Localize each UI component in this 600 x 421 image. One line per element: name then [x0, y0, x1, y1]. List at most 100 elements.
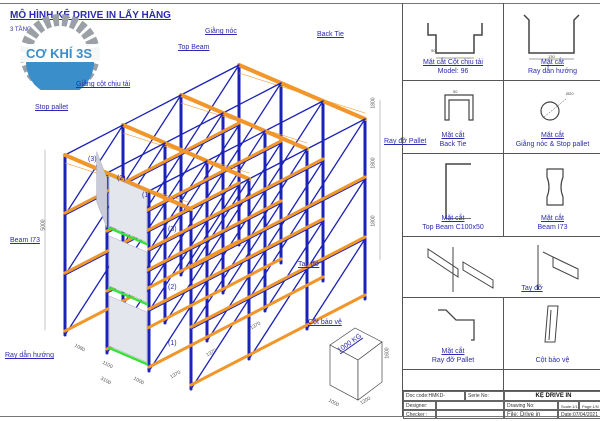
caption-title: Mặt cắt: [441, 215, 465, 222]
drawing-no: Drawing No:: [504, 401, 558, 410]
bottom-border: [0, 416, 600, 417]
upright-bracing: [206, 130, 266, 222]
upright-bracing: [206, 250, 266, 282]
drawing-name: KỆ DRIVE IN: [504, 391, 600, 401]
date: Date:07/04/2021: [558, 410, 600, 419]
dim: Ø20: [566, 91, 574, 96]
upright-bracing: [222, 202, 282, 294]
dim-total-height: 5000: [40, 219, 47, 231]
giang-noc: [180, 102, 308, 144]
beam-i73: [107, 226, 149, 246]
top-beam: [237, 63, 367, 121]
dim: 50: [453, 89, 458, 94]
upright-bracing: [206, 190, 266, 222]
upright-bracing: [206, 250, 266, 342]
caption-sub: Giằng nóc & Stop pallet: [515, 141, 590, 148]
dim-level-2: 1800: [370, 157, 377, 169]
upright-bracing: [306, 178, 366, 270]
upright-bracing: [190, 238, 250, 270]
label-giang-cot: Giằng cột chịu tải: [76, 81, 131, 88]
caption-title: Mặt cắt: [541, 132, 564, 139]
upright-bracing: [164, 112, 224, 204]
giang-noc: [122, 132, 250, 174]
caption-sub: Model: 96: [437, 68, 469, 75]
upright-bracing: [164, 232, 224, 324]
caption-title: Mặt cắt: [541, 59, 564, 66]
upright-bracing: [122, 214, 182, 246]
upright-bracing: [180, 124, 240, 156]
upright-bracing: [306, 178, 366, 210]
caption-sub: Ray đỡ Pallet: [431, 357, 475, 364]
upright-bracing: [148, 220, 208, 252]
rack-isometric-drawing: [44, 63, 383, 401]
label-top-beam: Top Beam: [178, 44, 210, 51]
upright-bracing: [164, 112, 224, 144]
caption-sub: Top Beam C100x50: [422, 224, 484, 231]
upright-bracing: [248, 148, 308, 180]
beam-i73: [107, 286, 149, 306]
pallet-level-1: (1): [142, 192, 151, 199]
caption-sub: Ray dẫn hướng: [528, 68, 577, 75]
upright-bracing: [164, 232, 224, 264]
pallet-level-2b: (2): [168, 284, 177, 291]
logo-text: CƠ KHÍ 3S: [26, 46, 92, 61]
page-title: MÔ HÌNH KỆ DRIVE IN LẤY HÀNG: [10, 10, 171, 21]
pallet: [108, 295, 148, 363]
caption-title: Mặt cắt: [441, 132, 465, 139]
upright-bracing: [122, 94, 182, 186]
upright-bracing: [206, 190, 266, 282]
pallet-rail: [189, 293, 367, 387]
upright-bracing: [306, 118, 366, 210]
pallet-level-1b: (1): [168, 340, 177, 347]
section-tay-do: Tay đỡ: [403, 237, 600, 298]
serie-no: Serie No:: [465, 391, 504, 401]
upright-bracing: [190, 238, 250, 330]
doc-code: Doc code:HMKD-: [403, 391, 465, 401]
label-cot-bao-ve: Cột bảo vệ: [308, 319, 342, 326]
upright-profile-sketch: [427, 23, 483, 59]
pallet-rail: [147, 157, 325, 251]
pallet-rail: [147, 217, 325, 311]
pallet-level-3: (3): [88, 156, 97, 163]
designer-value: [436, 401, 504, 410]
page-number: Page:1/N: [579, 401, 600, 410]
upright-bracing: [222, 82, 282, 114]
beam-i73: [107, 346, 149, 366]
upright-bracing: [106, 142, 166, 174]
upright-bracing: [264, 160, 324, 252]
upright-bracing: [248, 208, 308, 240]
dim-level-1: 1800: [370, 97, 377, 109]
upright-bracing: [122, 94, 182, 126]
upright-bracing: [148, 220, 208, 312]
upright-bracing: [148, 280, 208, 372]
caption-title: Cột bảo vệ: [535, 357, 570, 364]
designer: Designer:: [403, 401, 436, 410]
caption-sub: Beam I73: [537, 224, 568, 231]
upright-bracing: [190, 178, 250, 270]
upright-bracing: [64, 124, 124, 156]
logo: [18, 14, 102, 90]
upright-bracing: [306, 238, 366, 270]
label-giang-noc: Giằng nóc: [205, 28, 237, 35]
upright-bracing: [248, 208, 308, 300]
pallet: [96, 151, 108, 229]
pallet-box-right: [357, 341, 383, 401]
label-ray-do-pallet: Ray đỡ Pallet: [384, 138, 427, 145]
c-beam-profile-sketch: [445, 163, 471, 220]
scale: Scale:1/1: [558, 401, 579, 410]
i-beam-profile-sketch: [546, 168, 564, 206]
upright-bracing: [180, 124, 240, 216]
file-name: File: Drive in: [504, 410, 558, 419]
pallet-rail: [189, 235, 367, 329]
pallet-height-dim: 1600: [384, 347, 391, 359]
label-tay-do: Tay đỡ: [298, 261, 320, 268]
upright-bracing: [180, 64, 240, 156]
pallet-rail: [63, 121, 241, 215]
upright-bracing: [122, 154, 182, 186]
